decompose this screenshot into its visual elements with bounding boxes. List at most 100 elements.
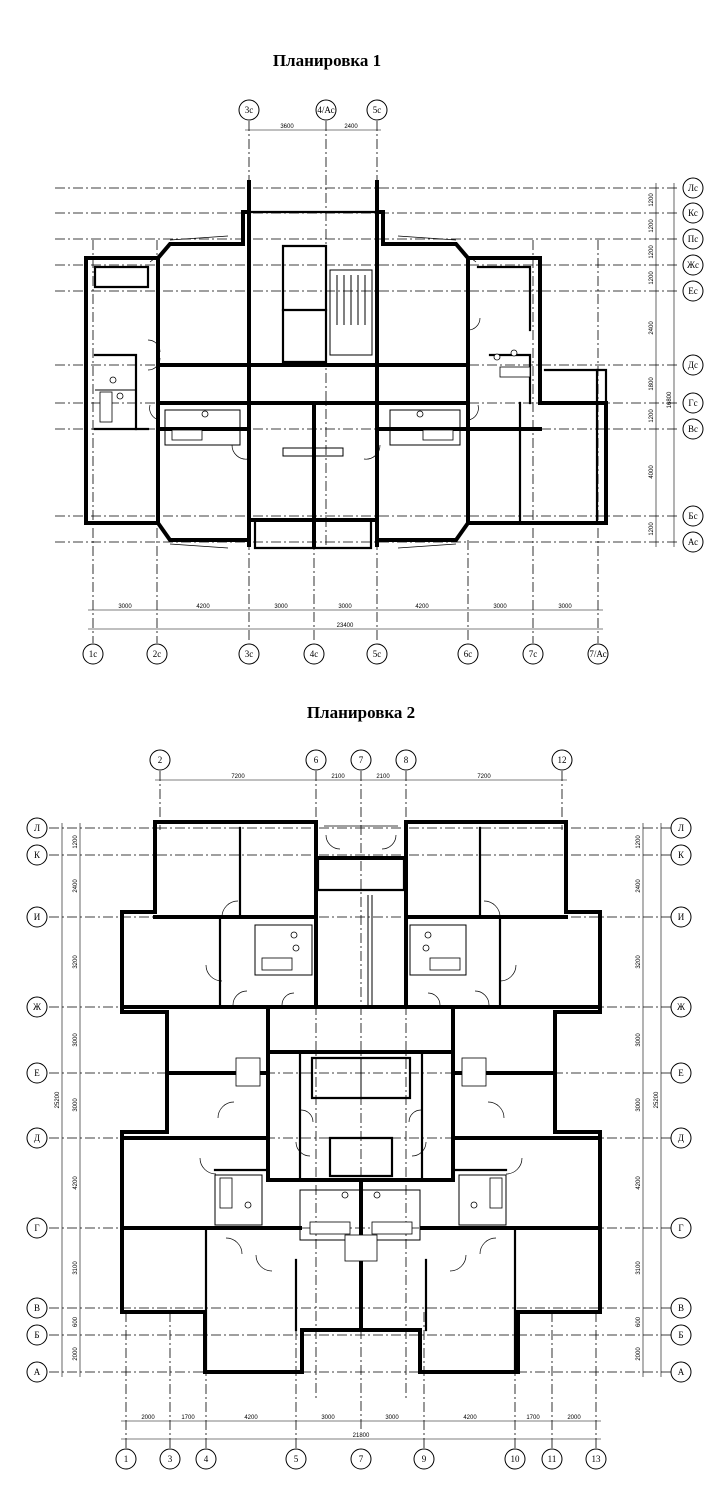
axis-bubble-label: Бс [688, 511, 697, 521]
plan-2-fixtures [199, 825, 523, 1272]
axis-bubble-label: 2 [158, 755, 163, 765]
plan-2-left-axes: Л К И Ж Е Д Г В Б А 1200 2400 3200 3000 … [26, 817, 81, 1383]
dimension-label: 3000 [118, 604, 132, 610]
dimension-label: 1200 [636, 835, 642, 849]
dimension-label: 2000 [141, 1415, 155, 1421]
axis-bubble-label: 4с [310, 649, 319, 659]
axis-bubble-label: К [34, 850, 41, 860]
dimension-label: 1200 [649, 271, 655, 285]
dimension-total-label: 25200 [654, 1091, 660, 1108]
plan-1-walls [84, 180, 608, 550]
dimension-label: 1200 [73, 835, 79, 849]
axis-bubble-label: А [678, 1367, 685, 1377]
axis-bubble-label: 1 [124, 1454, 129, 1464]
dimension-label: 3000 [73, 1033, 79, 1047]
axis-bubble-label: 1с [89, 649, 98, 659]
dimension-label: 600 [636, 1316, 642, 1327]
axis-bubble-label: Ж [33, 1002, 42, 1012]
dimension-label: 600 [73, 1316, 79, 1327]
plan-2-bottom-axes: 1 3 4 5 7 9 10 11 13 2000 1700 4200 3000… [115, 1312, 607, 1470]
dimension-label: 3000 [274, 604, 288, 610]
dimension-label: 3200 [73, 955, 79, 969]
dimension-label: 2100 [331, 774, 345, 780]
dimension-label: 3200 [636, 955, 642, 969]
axis-bubble-label: 3с [245, 105, 254, 115]
axis-bubble-label: 6 [314, 755, 319, 765]
axis-bubble-label: В [678, 1303, 684, 1313]
dimension-label: 3000 [636, 1098, 642, 1112]
dimension-label: 4200 [73, 1176, 79, 1190]
dimension-label: 4000 [649, 465, 655, 479]
axis-bubble-label: Л [678, 823, 684, 833]
axis-bubble-label: Г [678, 1223, 683, 1233]
axis-bubble-label: 5с [373, 105, 382, 115]
dimension-label: 3100 [73, 1261, 79, 1275]
dimension-label: 1700 [526, 1415, 540, 1421]
dimension-label: 3100 [636, 1261, 642, 1275]
plan-1: Планировка 1 3с 4/Ас 5с 3600 2400 [55, 51, 704, 665]
plan-2-right-axes: Л К И Ж Е Д Г В Б А 1200 2400 3200 3000 … [636, 817, 692, 1383]
dimension-label: 1800 [649, 377, 655, 391]
axis-bubble-label: Кс [688, 208, 698, 218]
axis-bubble-label: 3 [168, 1454, 173, 1464]
dimension-label: 2000 [636, 1347, 642, 1361]
axis-bubble-label: В [34, 1303, 40, 1313]
dimension-label: 4200 [463, 1415, 477, 1421]
axis-bubble-label: 3с [245, 649, 254, 659]
plan-2-walls [120, 820, 602, 1374]
dimension-label: 2400 [344, 124, 358, 130]
axis-bubble-label: Д [678, 1133, 684, 1143]
dimension-label: 2000 [567, 1415, 581, 1421]
axis-bubble-label: 12 [558, 755, 567, 765]
axis-bubble-label: Лс [688, 183, 698, 193]
plan-1-bottom-axes: 1с 2с 3с 4с 5с 6с 7с 7/Ас 3000 4200 3000… [82, 240, 609, 665]
axis-bubble-label: Л [34, 823, 40, 833]
axis-bubble-label: 5с [373, 649, 382, 659]
dimension-label: 1200 [649, 409, 655, 423]
axis-bubble-label: 4 [204, 1454, 209, 1464]
axis-bubble-label: 8 [404, 755, 409, 765]
axis-bubble-label: Е [678, 1068, 684, 1078]
dimension-label: 3000 [385, 1415, 399, 1421]
axis-bubble-label: 7 [359, 755, 364, 765]
axis-bubble-label: К [678, 850, 685, 860]
dimension-label: 3000 [321, 1415, 335, 1421]
plan-1-right-axes: Лс Кс Пс Жс Ес Дс Гс Вс Бс Ас 1200 1200 … [649, 177, 704, 553]
dimension-label: 1700 [181, 1415, 195, 1421]
dimension-label: 3000 [636, 1033, 642, 1047]
axis-bubble-label: 7/Ас [589, 649, 606, 659]
plan-1-title: Планировка 1 [273, 51, 381, 70]
axis-bubble-label: 5 [294, 1454, 299, 1464]
dimension-label: 2400 [636, 879, 642, 893]
dimension-label: 7200 [477, 774, 491, 780]
plan-2: Планировка 2 2 6 7 8 12 7200 2100 2100 7… [26, 703, 692, 1470]
dimension-total-label: 21800 [353, 1433, 370, 1439]
dimension-total-label: 23400 [337, 623, 354, 629]
axis-bubble-label: 7с [529, 649, 538, 659]
dimension-label: 3600 [280, 124, 294, 130]
dimension-label: 7200 [231, 774, 245, 780]
dimension-label: 1200 [649, 219, 655, 233]
axis-bubble-label: Е [34, 1068, 40, 1078]
axis-bubble-label: Б [678, 1330, 683, 1340]
axis-bubble-label: 9 [422, 1454, 427, 1464]
dimension-label: 4200 [636, 1176, 642, 1190]
axis-bubble-label: 10 [511, 1454, 521, 1464]
axis-bubble-label: Ас [688, 537, 698, 547]
plan-2-title: Планировка 2 [307, 703, 415, 722]
axis-bubble-label: Г [34, 1223, 39, 1233]
axis-bubble-label: Ж [677, 1002, 686, 1012]
axis-bubble-label: Ес [688, 286, 698, 296]
axis-bubble-label: Гс [688, 398, 697, 408]
dimension-total-label: 25200 [55, 1091, 61, 1108]
dimension-label: 1200 [649, 522, 655, 536]
dimension-label: 4200 [415, 604, 429, 610]
axis-bubble-label: 2с [153, 649, 162, 659]
dimension-label: 3000 [493, 604, 507, 610]
axis-bubble-label: Пс [688, 234, 699, 244]
axis-bubble-label: Жс [687, 260, 699, 270]
axis-bubble-label: 4/Ас [317, 105, 334, 115]
dimension-label: 2400 [73, 879, 79, 893]
axis-bubble-label: 7 [359, 1454, 364, 1464]
dimension-label: 3000 [558, 604, 572, 610]
